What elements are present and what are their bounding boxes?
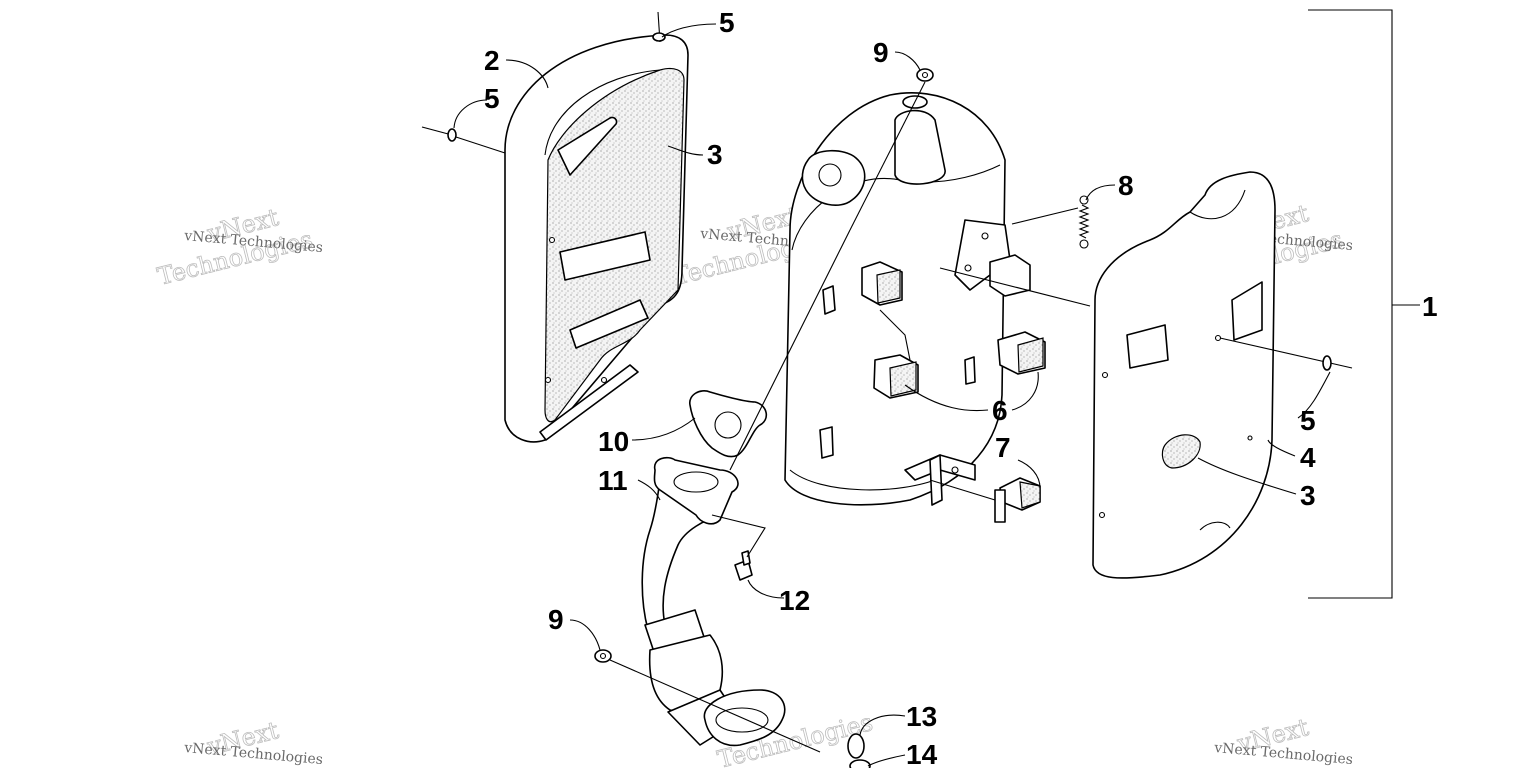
rivet-right bbox=[1219, 337, 1353, 371]
gasket-upper bbox=[689, 390, 768, 458]
insulator-pad bbox=[989, 254, 1031, 297]
watermark-bottom-right: vNext vNext Technologies bbox=[1213, 713, 1354, 768]
leader-lines bbox=[453, 23, 1331, 767]
heat-shield-right bbox=[1092, 171, 1276, 579]
rivet-top bbox=[652, 11, 666, 43]
rivet-left bbox=[421, 126, 506, 154]
callout-7: 7 bbox=[995, 432, 1011, 463]
callout-12: 12 bbox=[779, 585, 810, 616]
callout-6: 6 bbox=[992, 395, 1008, 426]
pipe-flange-upper bbox=[653, 456, 739, 525]
spring bbox=[1078, 195, 1090, 249]
callout-14: 14 bbox=[906, 739, 938, 768]
insulator-pad bbox=[873, 354, 919, 399]
callouts: 1 2 3 3 4 5 5 5 6 7 8 9 9 10 11 12 13 14 bbox=[484, 7, 1438, 768]
nut-bottom bbox=[594, 649, 612, 663]
heat-shield-insulation-right bbox=[1161, 434, 1201, 469]
callout-5: 5 bbox=[1300, 405, 1316, 436]
stopper bbox=[994, 477, 1041, 523]
heat-shield-left bbox=[504, 34, 689, 443]
muffler-lower-bracket bbox=[904, 454, 976, 506]
callout-9: 9 bbox=[873, 37, 889, 68]
bolt bbox=[734, 550, 753, 581]
insulator-pad bbox=[997, 331, 1046, 375]
watermark-left: vNext Technologies vNext Technologies bbox=[154, 203, 323, 291]
callout-2: 2 bbox=[484, 45, 500, 76]
assembly-bracket bbox=[1308, 9, 1393, 599]
callout-8: 8 bbox=[1118, 170, 1134, 201]
callout-11: 11 bbox=[598, 465, 628, 496]
callout-13: 13 bbox=[906, 701, 937, 732]
insulator-pad bbox=[861, 261, 903, 306]
callout-9: 9 bbox=[548, 604, 564, 635]
callout-5: 5 bbox=[719, 7, 735, 38]
gasket-lower bbox=[847, 733, 871, 768]
callout-3: 3 bbox=[1300, 480, 1316, 511]
callout-5: 5 bbox=[484, 83, 500, 114]
pipe-flange-lower bbox=[703, 689, 786, 747]
nut-top bbox=[916, 68, 934, 82]
callout-3: 3 bbox=[707, 139, 723, 170]
watermark-bottom-left: vNext vNext Technologies bbox=[183, 716, 324, 768]
callout-4: 4 bbox=[1300, 442, 1316, 473]
callout-10: 10 bbox=[598, 426, 629, 457]
callout-1: 1 bbox=[1422, 291, 1438, 322]
